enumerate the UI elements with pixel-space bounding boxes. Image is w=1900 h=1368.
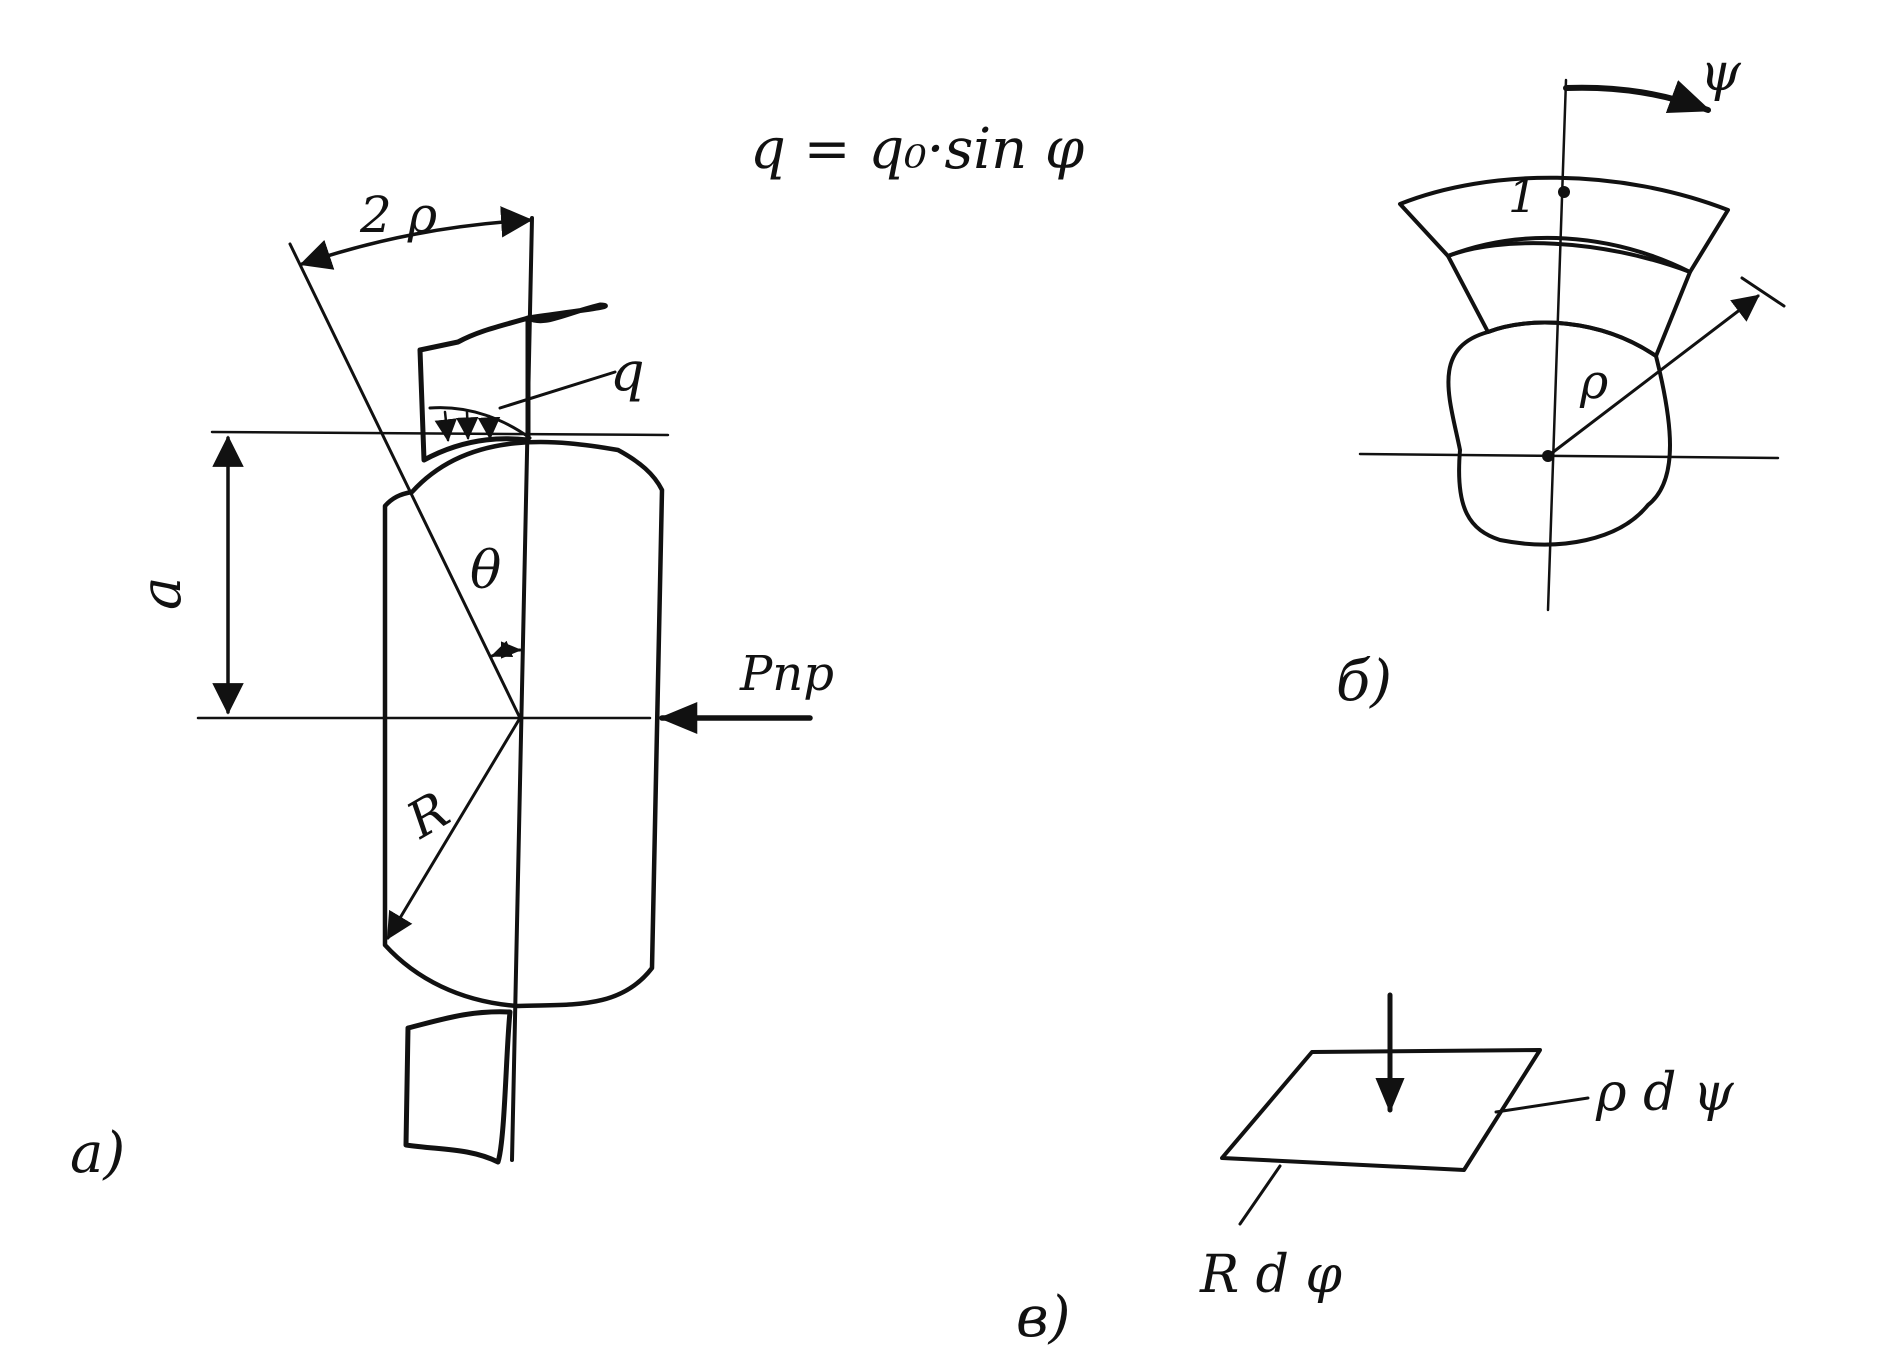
- width-dimension-arc: [299, 206, 533, 270]
- point-marker: [1558, 186, 1570, 198]
- figure-b: ψ 1 ρ б): [1336, 43, 1786, 714]
- outer-sector: [1398, 175, 1730, 274]
- figure-a: q 2 ρ a θ R Pпр a): [70, 186, 834, 1186]
- formula-text: q = q₀·sin φ: [750, 117, 1084, 182]
- rho-tick: [1740, 276, 1786, 308]
- side-label-1: ρ d ψ: [1595, 1063, 1735, 1123]
- width-label: 2 ρ: [359, 186, 438, 244]
- rho-radius: [1546, 294, 1760, 458]
- wall-line: [510, 216, 534, 1162]
- load-leader: [498, 370, 617, 410]
- upper-wall-section: [525, 302, 608, 324]
- figure-b-label: б): [1336, 649, 1392, 714]
- force-label: Pпр: [739, 646, 834, 702]
- inclined-line: [288, 242, 522, 720]
- horizontal-axis: [1358, 452, 1780, 460]
- side-leader-1: [1494, 1096, 1590, 1114]
- rho-label: ρ: [1579, 354, 1608, 410]
- top-reference-line: [210, 430, 670, 437]
- load-label: q: [610, 340, 645, 403]
- angle-arc: [490, 640, 522, 659]
- radius-label: R: [397, 781, 459, 851]
- side-label-2: R d φ: [1199, 1245, 1342, 1305]
- height-label: a: [129, 577, 194, 610]
- lower-wall: [403, 1009, 513, 1165]
- figure-a-label: a): [70, 1121, 125, 1186]
- section-body: [1446, 320, 1672, 547]
- angle-label: θ: [470, 541, 501, 601]
- figure-c: ρ d ψ R d φ в): [1016, 992, 1735, 1350]
- radius-line: [386, 716, 522, 940]
- middle-sector: [1446, 235, 1692, 358]
- figure-c-label: в): [1016, 1285, 1070, 1350]
- pin-body: [382, 439, 665, 1009]
- point-label: 1: [1508, 169, 1537, 223]
- vertical-axis: [1546, 78, 1568, 612]
- side-leader-2: [1238, 1164, 1282, 1226]
- upper-wall: [417, 315, 531, 463]
- area-element: [1220, 1048, 1542, 1172]
- psi-arrow: [1563, 80, 1712, 113]
- psi-label: ψ: [1700, 43, 1742, 103]
